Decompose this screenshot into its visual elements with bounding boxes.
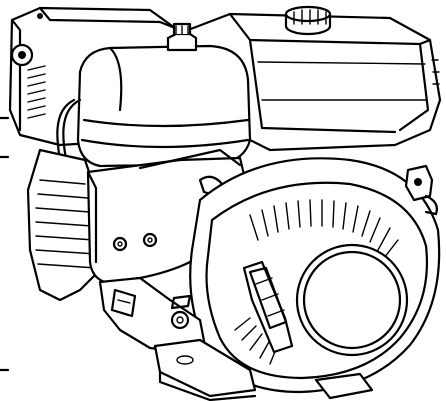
muffler-louvers: [27, 65, 46, 119]
muffler-rivet: [37, 13, 43, 19]
recoil-starter: [189, 157, 441, 394]
air-cleaner-wing-nut: [166, 22, 198, 52]
plate-bolt-left: [112, 236, 128, 252]
fuel-cap: [284, 5, 332, 36]
crankshaft-stub: [314, 372, 374, 400]
fuel-tank: [186, 5, 442, 152]
engine-block: [26, 148, 102, 302]
muffler-bolt: [18, 51, 26, 59]
starter-vents: [234, 199, 399, 365]
starter-grip: [242, 260, 294, 354]
starter-hub: [295, 243, 409, 357]
mounting-hole: [176, 355, 194, 365]
air-cleaner: [76, 22, 252, 168]
plate-bolt-right: [142, 232, 158, 248]
engine-base: [98, 276, 257, 401]
leader-lines: [0, 116, 10, 372]
throttle-rod: [138, 148, 242, 170]
side-fitting: [404, 164, 438, 216]
oil-drain-fitting: [170, 310, 190, 330]
